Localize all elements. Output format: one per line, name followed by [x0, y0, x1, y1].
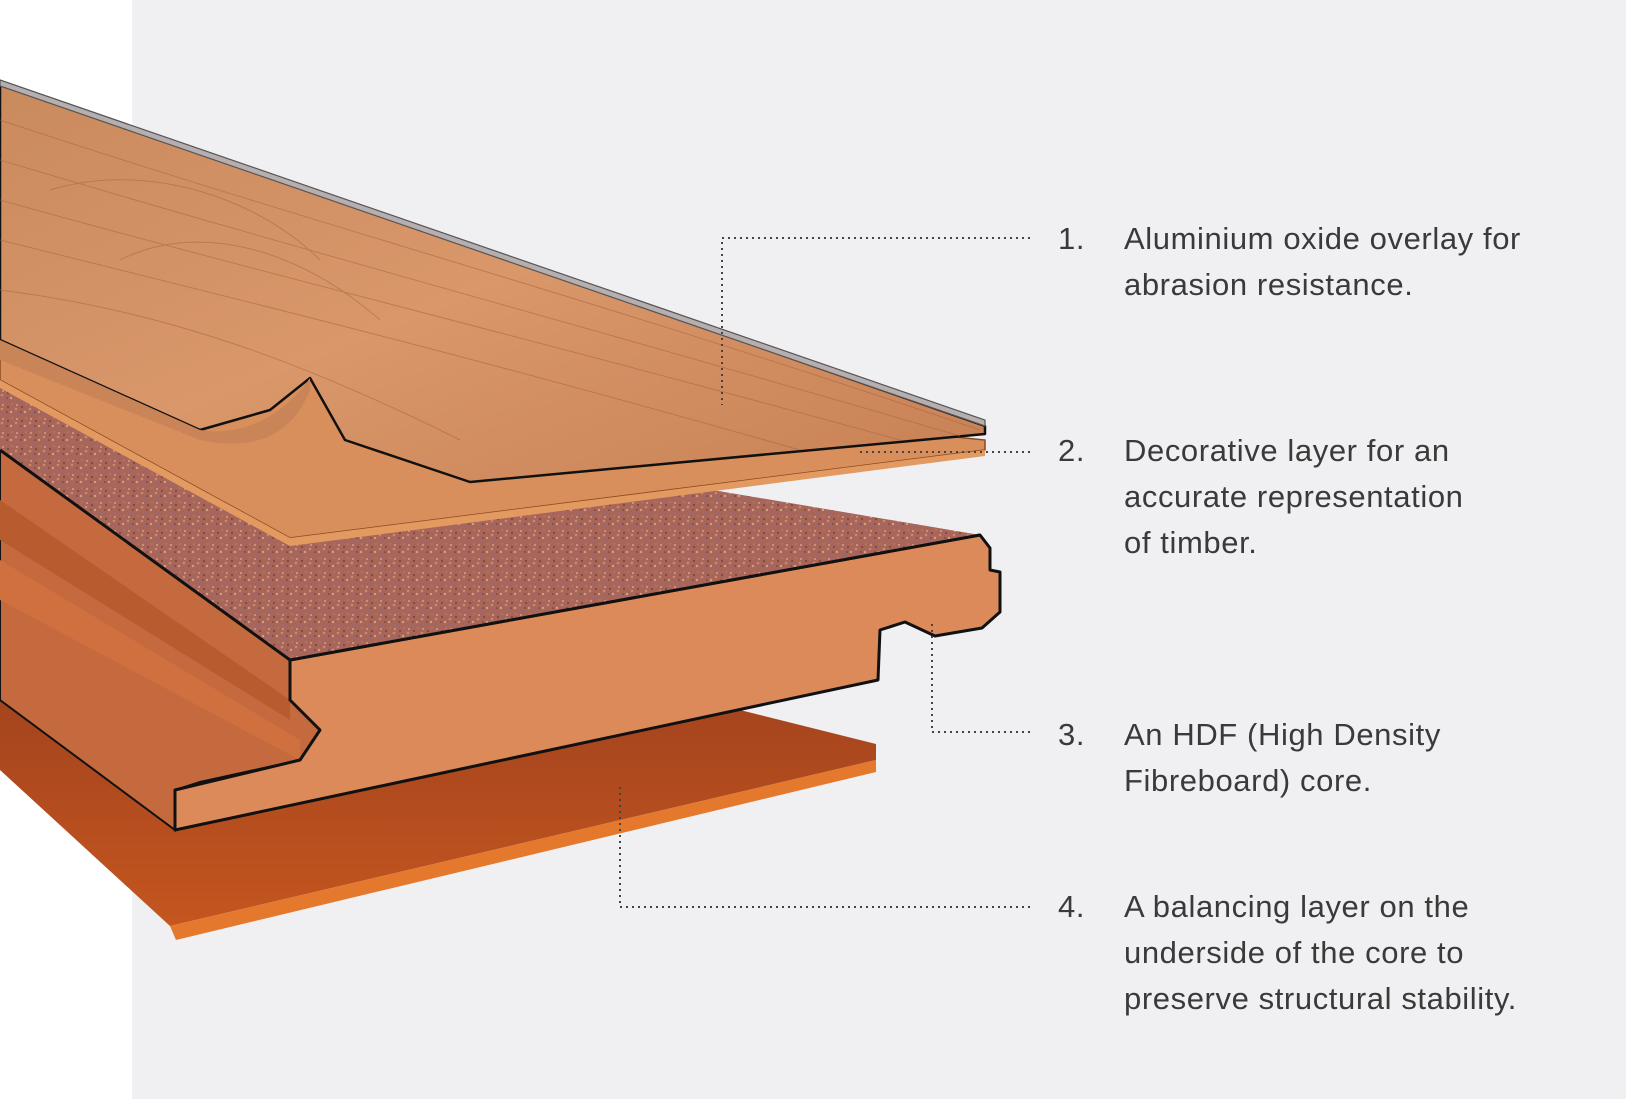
- leader-line-4: [619, 786, 1030, 908]
- callout-text: Aluminium oxide overlay for abrasion res…: [1124, 221, 1521, 302]
- callout-number: 3.: [1058, 717, 1086, 752]
- leader-line-1: [721, 237, 1030, 405]
- aluminium-oxide-overlay: [0, 79, 987, 484]
- callout-number: 1.: [1058, 221, 1086, 256]
- callout-text: A balancing layer on the underside of th…: [1124, 889, 1517, 1016]
- callout-number: 2.: [1058, 433, 1086, 468]
- callout-text: Decorative layer for an accurate represe…: [1124, 433, 1464, 560]
- callout-number: 4.: [1058, 889, 1086, 924]
- leader-lines: [619, 237, 1030, 908]
- callout-text: An HDF (High Density Fibreboard) core.: [1124, 717, 1441, 798]
- leader-line-3: [931, 620, 1030, 733]
